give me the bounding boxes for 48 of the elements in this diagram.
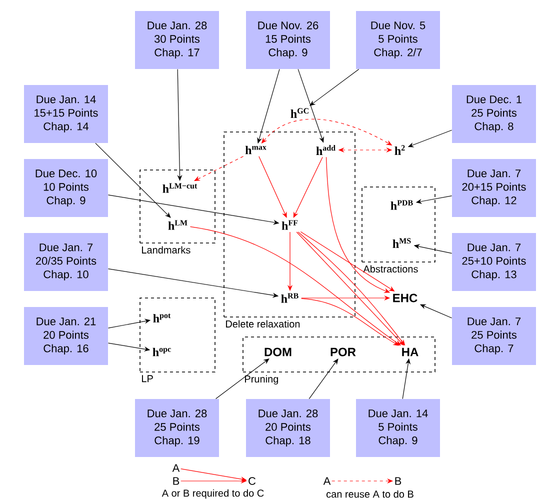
heuristic-label: h$^{FF}$ xyxy=(282,220,298,230)
heuristic-label: h$^{PDB}$ xyxy=(390,200,413,210)
arrow xyxy=(190,226,401,346)
legend-symbol: B xyxy=(395,477,402,485)
algorithm-label: POR xyxy=(330,348,356,356)
legend-symbol: B xyxy=(173,477,180,485)
heuristic-label: h$^{MS}$ xyxy=(392,238,411,248)
node-label: Landmarks xyxy=(142,246,190,254)
arrow xyxy=(194,156,244,181)
deadline-box: Due Jan. 28 20 Points Chap. 18 xyxy=(246,399,330,457)
heuristic-label: h$^{opc}$ xyxy=(152,348,171,356)
algorithm-label: DOM xyxy=(264,348,292,356)
legend-symbol: C xyxy=(248,477,256,485)
deadline-box: Due Jan. 14 5 Points Chap. 9 xyxy=(356,399,440,457)
deadline-box: Due Dec. 1 25 Points Chap. 8 xyxy=(452,85,536,143)
deadline-box: Due Jan. 7 25+10 Points Chap. 13 xyxy=(452,233,536,291)
heuristic-label: h$^{GC}$ xyxy=(290,108,308,118)
heuristic-label: h$^{LM−cut}$ xyxy=(162,183,198,193)
deadline-box: Due Jan. 7 25 Points Chap. 7 xyxy=(452,307,536,365)
arrow xyxy=(95,142,171,218)
deadline-box: Due Jan. 28 25 Points Chap. 19 xyxy=(135,399,219,457)
deadline-box: Due Dec. 10 10 Points Chap. 9 xyxy=(24,159,108,217)
arrow xyxy=(258,156,287,218)
algorithm-label: EHC xyxy=(393,294,418,302)
deadline-box: Due Jan. 14 15+15 Points Chap. 14 xyxy=(24,85,108,143)
node-label: Pruning xyxy=(245,375,278,385)
deadline-box: Due Jan. 7 20+15 Points Chap. 12 xyxy=(452,159,536,217)
heuristic-label: h$^{add}$ xyxy=(316,145,336,155)
deadline-box: Due Jan. 28 30 Points Chap. 17 xyxy=(135,11,219,69)
heuristic-label: h$^{pot}$ xyxy=(153,314,171,322)
heuristic-label: h$^{max}$ xyxy=(245,146,266,154)
node-label: Delete relaxation xyxy=(226,320,300,328)
deadline-box: Due Jan. 7 20/35 Points Chap. 10 xyxy=(24,233,108,291)
node-label: Abstractions xyxy=(363,265,418,273)
heuristic-label: h$^{2}$ xyxy=(394,145,405,155)
heuristic-label: h$^{RB}$ xyxy=(281,293,298,303)
legend-symbol: A xyxy=(172,464,180,472)
legend-caption: A or B required to do C xyxy=(162,489,264,499)
arrow xyxy=(177,68,182,181)
deadline-box: Due Nov. 5 5 Points Chap. 2/7 xyxy=(356,11,440,69)
algorithm-label: HA xyxy=(402,348,418,356)
arrow xyxy=(293,156,323,218)
node-label: LP xyxy=(142,375,153,382)
legend-symbol: A xyxy=(323,477,331,485)
heuristic-label: h$^{LM}$ xyxy=(168,220,188,230)
deadline-box: Due Nov. 26 15 Points Chap. 9 xyxy=(246,11,330,69)
deadline-box: Due Jan. 21 20 Points Chap. 16 xyxy=(24,307,108,365)
legend-caption: can reuse A to do B xyxy=(326,490,414,498)
